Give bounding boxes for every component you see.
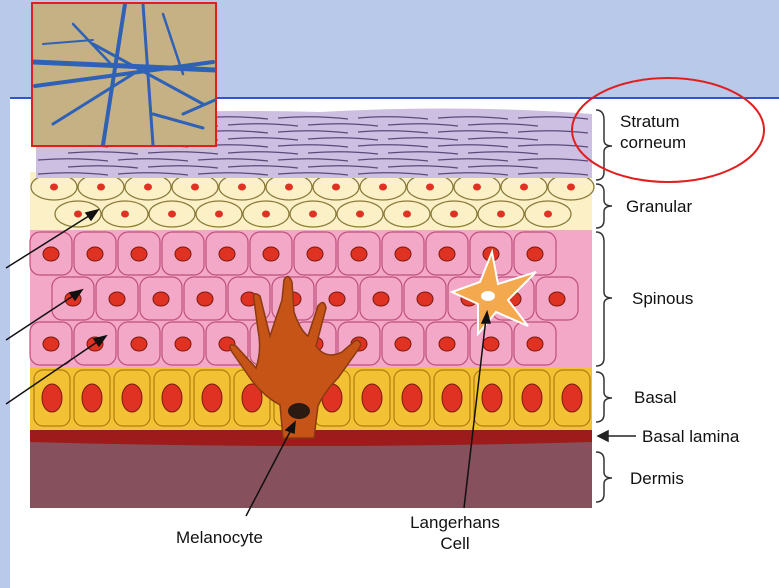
- granular-cell: [102, 201, 148, 227]
- melanocyte-label: Melanocyte: [176, 527, 263, 548]
- spinous-cell: [30, 322, 72, 365]
- granular-cell: [243, 201, 289, 227]
- granular-cell: [149, 201, 195, 227]
- spinous-cell: [426, 232, 468, 275]
- langerhans-cell-label: Langerhans Cell: [400, 512, 510, 554]
- basal-cell: [74, 370, 110, 426]
- spinous-cell: [140, 277, 182, 320]
- spinous-cell: [514, 232, 556, 275]
- spinous-cell: [162, 322, 204, 365]
- spinous-cell: [382, 232, 424, 275]
- spinous-cell: [74, 232, 116, 275]
- spinous-cell: [118, 322, 160, 365]
- spinous-cell: [184, 277, 226, 320]
- spinous-label: Spinous: [632, 288, 693, 309]
- spinous-cell: [514, 322, 556, 365]
- granular-cell: [431, 201, 477, 227]
- basal-cell: [194, 370, 230, 426]
- basal-cell: [514, 370, 550, 426]
- granular-label: Granular: [626, 196, 692, 217]
- spinous-cell: [536, 277, 578, 320]
- stratum-corneum-label: Stratum corneum: [620, 111, 686, 153]
- basal-lamina-label: Basal lamina: [642, 426, 739, 447]
- spinous-cell: [382, 322, 424, 365]
- granular-cell: [196, 201, 242, 227]
- spinous-cell: [404, 277, 446, 320]
- basal-cell: [34, 370, 70, 426]
- spinous-cell: [96, 277, 138, 320]
- dermis-layer: [30, 438, 592, 508]
- spinous-cell: [426, 322, 468, 365]
- granular-cell: [525, 201, 571, 227]
- spinous-cell: [52, 277, 94, 320]
- spinous-cell: [360, 277, 402, 320]
- basal-lamina-arrow: [598, 431, 636, 441]
- basal-cell: [394, 370, 430, 426]
- spinous-cell: [250, 232, 292, 275]
- spinous-cell: [206, 232, 248, 275]
- spinous-cell: [470, 322, 512, 365]
- basal-cell: [154, 370, 190, 426]
- spinous-cell: [118, 232, 160, 275]
- spinous-cell: [162, 232, 204, 275]
- granular-cell: [478, 201, 524, 227]
- granular-cell: [290, 201, 336, 227]
- spinous-cell: [338, 232, 380, 275]
- granular-cell: [337, 201, 383, 227]
- dermis-label: Dermis: [630, 468, 684, 489]
- granular-layer: [30, 172, 594, 230]
- spinous-cell: [30, 232, 72, 275]
- basal-cell: [434, 370, 470, 426]
- basal-cell: [554, 370, 590, 426]
- spinous-cell: [294, 232, 336, 275]
- langerhans-nucleus: [481, 291, 495, 301]
- basal-cell: [114, 370, 150, 426]
- basal-label: Basal: [634, 387, 677, 408]
- basal-cell: [354, 370, 390, 426]
- melanocyte-nucleus: [288, 403, 310, 419]
- fungal-hyphae-micrograph: [31, 2, 217, 147]
- granular-cell: [384, 201, 430, 227]
